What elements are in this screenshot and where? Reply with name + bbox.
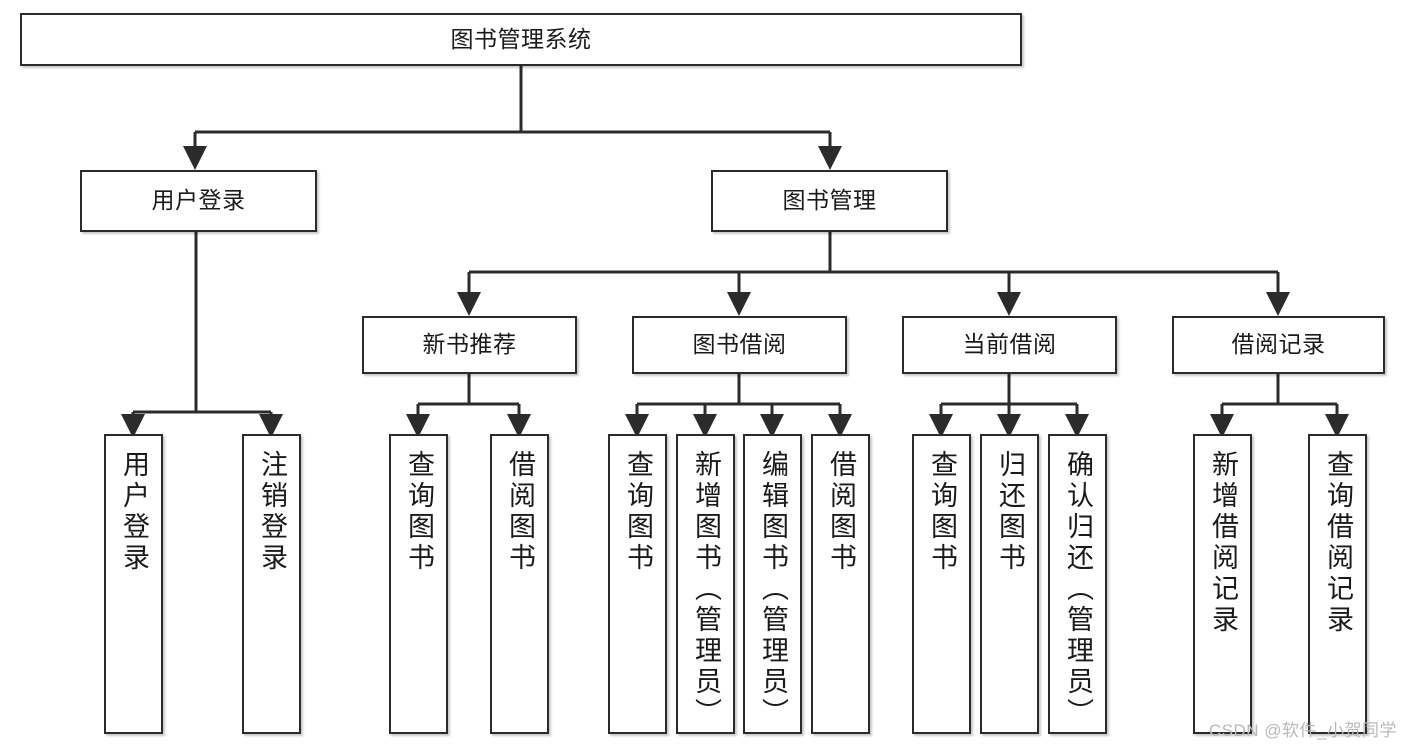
leaf-current-borrow-confirm-return[interactable]: 确认归还（管理员） [1048, 434, 1107, 734]
leaf-book-borrow-edit[interactable]: 编辑图书（管理员） [743, 434, 802, 734]
node-label: 用户登录 [151, 187, 246, 214]
leaf-book-borrow-query[interactable]: 查询图书 [608, 434, 667, 734]
watermark-text: CSDN @软件_小贺同学 [1208, 721, 1397, 740]
leaf-book-borrow-borrow[interactable]: 借阅图书 [811, 434, 870, 734]
node-label: 新增图书（管理员） [691, 450, 721, 729]
node-label: 图书管理系统 [450, 25, 592, 52]
node-current-borrow[interactable]: 当前借阅 [902, 316, 1117, 374]
node-label: 用户登录 [119, 450, 149, 574]
node-new-book-recommend[interactable]: 新书推荐 [362, 316, 577, 374]
leaf-current-borrow-query[interactable]: 查询图书 [912, 434, 971, 734]
node-label: 查询图书 [623, 450, 653, 574]
node-book-management[interactable]: 图书管理 [711, 170, 948, 232]
node-label: 注销登录 [257, 450, 287, 574]
node-borrow-records[interactable]: 借阅记录 [1172, 316, 1385, 374]
node-label: 查询图书 [404, 450, 434, 574]
node-label: 新增借阅记录 [1208, 450, 1238, 636]
node-label: 当前借阅 [962, 331, 1057, 358]
leaf-new-book-borrow[interactable]: 借阅图书 [490, 434, 549, 734]
node-label: 归还图书 [995, 450, 1025, 574]
node-label: 确认归还（管理员） [1063, 450, 1093, 729]
node-label: 借阅记录 [1231, 331, 1326, 358]
node-label: 编辑图书（管理员） [758, 450, 788, 729]
leaf-records-add[interactable]: 新增借阅记录 [1193, 434, 1252, 734]
node-root-system[interactable]: 图书管理系统 [20, 13, 1022, 66]
leaf-user-login-login[interactable]: 用户登录 [104, 434, 163, 734]
node-label: 图书管理 [782, 187, 877, 214]
leaf-current-borrow-return[interactable]: 归还图书 [980, 434, 1039, 734]
leaf-book-borrow-add[interactable]: 新增图书（管理员） [676, 434, 735, 734]
leaf-records-query[interactable]: 查询借阅记录 [1308, 434, 1367, 734]
node-user-login[interactable]: 用户登录 [80, 170, 317, 232]
leaf-user-login-logout[interactable]: 注销登录 [242, 434, 301, 734]
node-label: 新书推荐 [422, 331, 517, 358]
node-label: 图书借阅 [692, 331, 787, 358]
node-label: 借阅图书 [826, 450, 856, 574]
leaf-new-book-query[interactable]: 查询图书 [389, 434, 448, 734]
node-label: 查询借阅记录 [1323, 450, 1353, 636]
node-book-borrow[interactable]: 图书借阅 [632, 316, 847, 374]
node-label: 查询图书 [927, 450, 957, 574]
node-label: 借阅图书 [505, 450, 535, 574]
